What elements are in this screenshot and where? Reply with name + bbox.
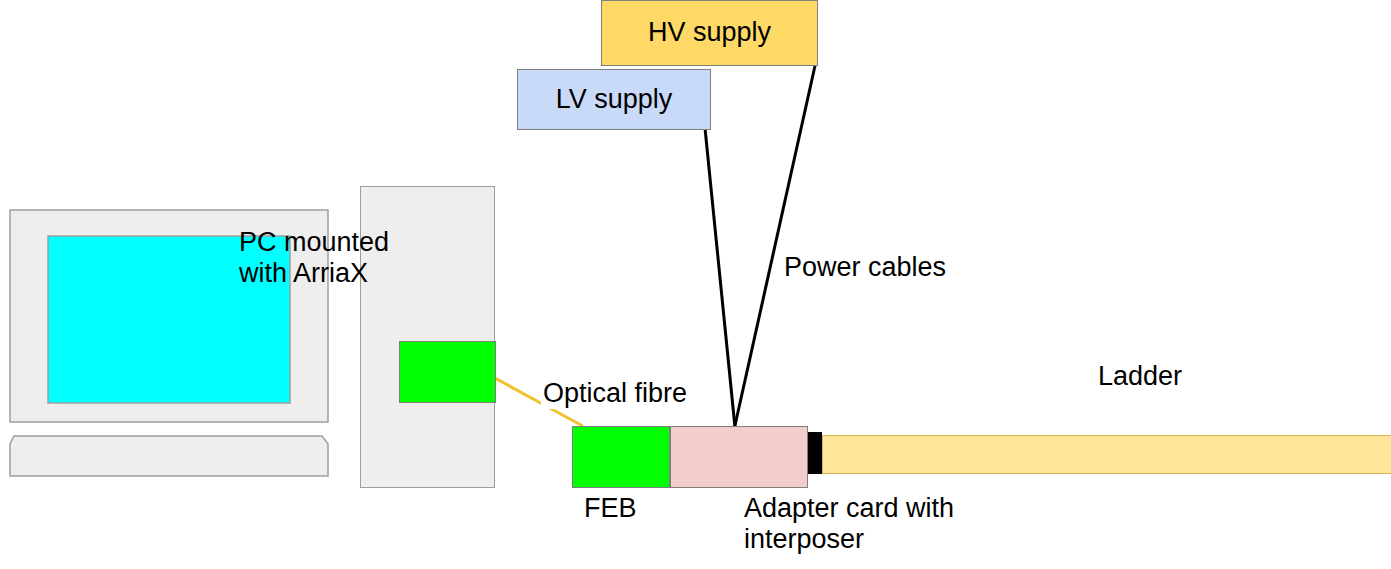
outside-label: Ladder <box>1098 361 1248 392</box>
outside-label: PC mounted with ArriaX <box>239 227 429 289</box>
outside-label: FEB <box>584 493 704 524</box>
label-holder: HV supply <box>602 1 817 65</box>
pc-tower: PC mounted with ArriaX <box>360 186 495 488</box>
keyboard <box>10 436 328 476</box>
box-label: LV supply <box>556 84 673 115</box>
box-label: HV supply <box>648 17 771 48</box>
adapter-card: Adapter card with interposer <box>670 426 808 488</box>
edge-label: Optical fibre <box>541 378 689 409</box>
arria-card <box>399 341 496 403</box>
ladder-band: Ladder <box>822 435 1391 474</box>
outside-label: Adapter card with interposer <box>744 493 994 555</box>
power-cable <box>735 66 815 426</box>
power-cable <box>705 130 735 426</box>
hv-supply-box: HV supply <box>601 0 818 66</box>
feb-board: FEB <box>572 426 670 488</box>
lv-supply-box: LV supply <box>517 69 711 130</box>
label-holder: LV supply <box>518 70 710 129</box>
edge-label: Power cables <box>782 252 948 283</box>
